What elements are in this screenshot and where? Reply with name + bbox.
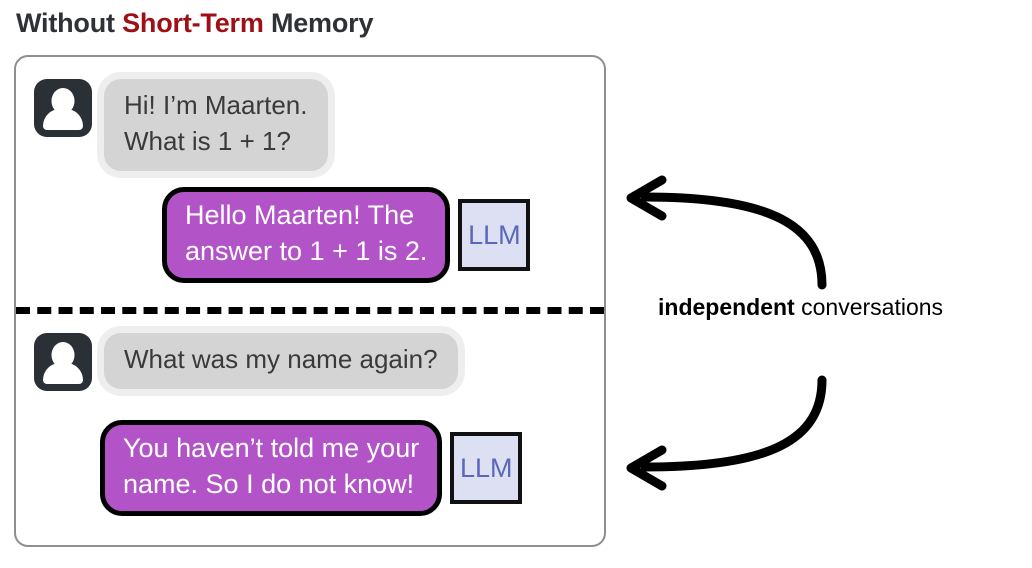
person-icon [34,333,92,391]
llm-badge: LLM [458,199,531,272]
person-icon [34,79,92,137]
chat-panel: Hi! I’m Maarten. What is 1 + 1? Hello Ma… [14,55,606,547]
independent-conversations-arrows [626,175,827,491]
bot-message-bubble: You haven’t told me your name. So I do n… [100,420,443,517]
avatar-body [43,363,83,384]
message-row-bot-2: You haven’t told me your name. So I do n… [100,420,523,517]
bot-message-bubble: Hello Maarten! The answer to 1 + 1 is 2. [162,187,451,284]
arrow-curve-bottom [640,375,827,472]
message-row-user-2: What was my name again? [34,333,458,391]
llm-badge: LLM [450,432,523,505]
arrow-head-top [626,175,667,221]
user-message-bubble: Hi! I’m Maarten. What is 1 + 1? [104,79,328,171]
user-message-bubble: What was my name again? [104,333,458,389]
avatar-head [51,88,75,114]
annotation-text: independent conversations [658,294,943,321]
message-row-user-1: Hi! I’m Maarten. What is 1 + 1? [34,79,328,171]
conversation-divider [16,307,604,314]
page-title: Without Short-Term Memory [16,8,373,39]
arrow-head-bottom [626,445,667,491]
avatar-head [51,342,75,368]
title-suffix: Memory [263,8,374,38]
message-row-bot-1: Hello Maarten! The answer to 1 + 1 is 2.… [162,187,531,284]
title-accent: Short-Term [122,8,264,38]
avatar-body [43,109,83,130]
title-prefix: Without [16,8,123,38]
annotation-rest: conversations [794,294,944,320]
annotation-strong: independent [658,294,795,320]
arrow-curve-top [640,192,827,290]
